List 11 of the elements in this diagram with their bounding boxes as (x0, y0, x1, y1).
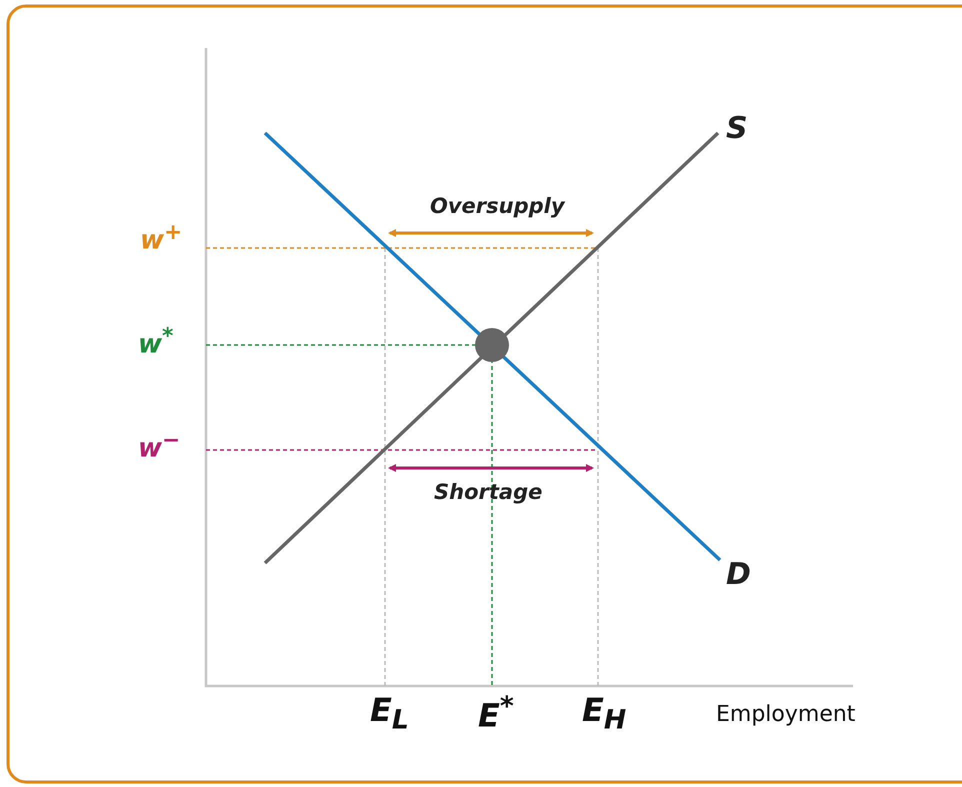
region-label: Oversupply (430, 196, 565, 217)
region-label: Shortage (434, 482, 542, 503)
axis-value-label: E$^{*}$ (478, 694, 514, 732)
axis-value-label: E$_{H}$ (582, 694, 626, 734)
axis-title: Employment (716, 704, 856, 726)
curve-label: S (726, 114, 748, 144)
axis-value-label: E$_{L}$ (370, 694, 409, 734)
axis-value-label: w$^{*}$ (138, 326, 174, 358)
axis-value-label: w$^{+}$ (140, 222, 182, 254)
axis-value-label: w$^{−}$ (138, 430, 180, 462)
curve-label: D (726, 560, 751, 590)
